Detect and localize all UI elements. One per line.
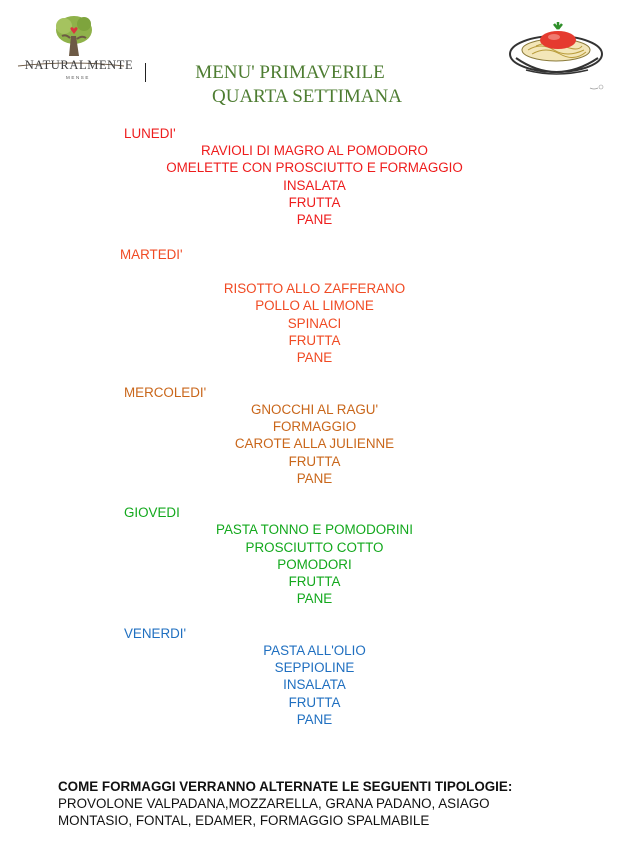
- menu-item: PANE: [296, 212, 333, 227]
- cheese-note-line-2: MONTASIO, FONTAL, EDAMER, FORMAGGIO SPAL…: [58, 813, 430, 828]
- menu-item: POMODORI: [277, 557, 352, 572]
- menu-item: RAVIOLI DI MAGRO AL POMODORO: [201, 143, 428, 158]
- menu-item: INSALATA: [283, 677, 346, 692]
- menu-item: FRUTTA: [288, 695, 341, 710]
- brand-name: NATURALMENTE: [24, 58, 134, 72]
- spaghetti-plate-icon: [506, 16, 612, 96]
- cheese-note-line-1: PROVOLONE VALPADANA,MOZZARELLA, GRANA PA…: [58, 796, 490, 811]
- menu-item: FORMAGGIO: [272, 419, 357, 434]
- menu-item: POLLO AL LIMONE: [255, 298, 374, 313]
- day-label-thursday: GIOVEDI: [124, 505, 180, 520]
- menu-item: GNOCCHI AL RAGU': [250, 402, 379, 417]
- header-separator: [145, 63, 146, 82]
- menu-subtitle: QUARTA SETTIMANA: [212, 86, 402, 107]
- brand-subtitle: MENSE: [66, 75, 91, 80]
- menu-item: RISOTTO ALLO ZAFFERANO: [223, 281, 406, 296]
- day-label-friday: VENERDI': [124, 626, 187, 641]
- day-label-monday: LUNEDI': [124, 126, 176, 141]
- cheese-note-heading: COME FORMAGGI VERRANNO ALTERNATE LE SEGU…: [58, 779, 513, 794]
- menu-item: INSALATA: [283, 178, 346, 193]
- menu-item: PANE: [296, 712, 333, 727]
- menu-item: OMELETTE CON PROSCIUTTO E FORMAGGIO: [166, 160, 463, 175]
- menu-item: CAROTE ALLA JULIENNE: [234, 436, 395, 451]
- tree-logo-icon: [17, 16, 125, 67]
- menu-item: PASTA ALL'OLIO: [263, 643, 366, 658]
- day-label-wednesday: MERCOLEDI': [124, 385, 207, 400]
- naturalmente-logo: NATURALMENTE MENSE: [14, 8, 133, 82]
- menu-title: MENU' PRIMAVERILE: [195, 62, 385, 83]
- menu-item: PANE: [296, 591, 333, 606]
- menu-item: FRUTTA: [288, 333, 341, 348]
- menu-item: FRUTTA: [288, 574, 341, 589]
- menu-item: FRUTTA: [288, 195, 341, 210]
- menu-item: PASTA TONNO E POMODORINI: [216, 522, 413, 537]
- menu-item: SEPPIOLINE: [274, 660, 355, 675]
- day-label-tuesday: MARTEDI': [120, 247, 183, 262]
- menu-item: FRUTTA: [288, 454, 341, 469]
- menu-item: PROSCIUTTO COTTO: [245, 540, 384, 555]
- menu-item: PANE: [296, 350, 333, 365]
- menu-item: SPINACI: [287, 316, 342, 331]
- menu-item: PANE: [296, 471, 333, 486]
